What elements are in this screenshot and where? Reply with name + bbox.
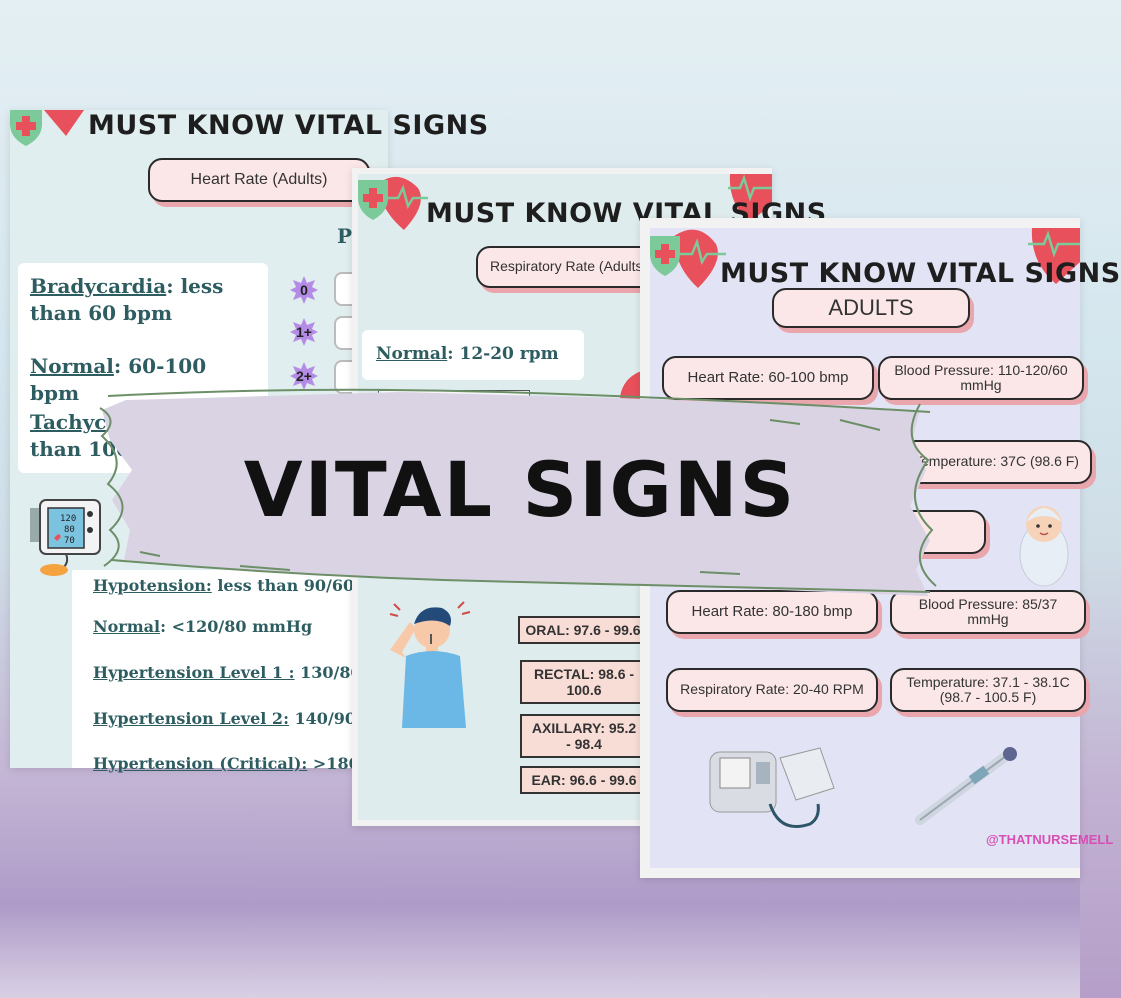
infant-temperature: Temperature: 37.1 - 38.1C (98.7 - 100.5 … [890, 668, 1086, 712]
temp-axillary: AXILLARY: 95.2 - 98.4 [520, 714, 648, 758]
page-title: MUST KNOW VITAL SIGNS [88, 110, 489, 141]
thermometer-icon [915, 747, 1017, 825]
hypertension-critical-label: Hypertension (Critical): [93, 754, 308, 773]
pulse-badge-2: 2+ [290, 362, 318, 390]
normal-value: : 60-100 bpm [30, 354, 207, 405]
hypertension-1-text: Hypertension Level 1 : 130/80 [93, 663, 362, 682]
bp-monitor-icon [709, 747, 835, 828]
bp-monitor-line2: 80 [64, 525, 75, 535]
shield-heart-icon [358, 176, 428, 230]
normal-bp-value: : <120/80 mmHg [160, 617, 313, 636]
temp-oral: ORAL: 97.6 - 99.6 [518, 616, 648, 644]
creator-handle: @THATNURSEMELL [986, 832, 1114, 847]
page-title: MUST KNOW VITAL SIGNS [720, 258, 1121, 289]
adult-blood-pressure: Blood Pressure: 110-120/60 mmHg [878, 356, 1084, 400]
sick-boy-illustration [389, 601, 471, 728]
hypertension-critical-text: Hypertension (Critical): >180 [93, 754, 360, 773]
heart-rate-pill: Heart Rate (Adults) [148, 158, 370, 202]
hypertension-2-text: Hypertension Level 2: 140/90 [93, 709, 356, 728]
heart-pulse-icon [1028, 228, 1080, 284]
hypertension-2-label: Hypertension Level 2: [93, 709, 289, 728]
adults-pill: ADULTS [772, 288, 970, 328]
normal-hr-text: Normal: 60-100 bpm [30, 353, 260, 407]
temp-rectal: RECTAL: 98.6 - 100.6 [520, 660, 648, 704]
hypotension-label: Hypotension: [93, 576, 212, 595]
infant-respiratory-rate: Respiratory Rate: 20-40 RPM [666, 668, 878, 712]
hypotension-value: less than 90/60 [211, 576, 355, 595]
heart-pulse-icon [728, 174, 772, 222]
bp-monitor-line3: 70 [64, 536, 75, 546]
shield-heart-icon [650, 229, 726, 288]
pulse-heading-fragment: P [337, 224, 353, 248]
bradycardia-value: : less than 60 bpm [30, 274, 224, 325]
respiratory-normal-value: : 12-20 rpm [447, 344, 559, 364]
adult-temperature: Temperature: 37C (98.6 F) [902, 440, 1092, 484]
respiratory-normal-label: Normal [376, 344, 448, 364]
banner-title: VITAL SIGNS [243, 445, 797, 534]
hypertension-2-value: 140/90 [288, 709, 357, 728]
shield-cross-icon [10, 110, 84, 146]
torn-paper-banner [99, 388, 937, 596]
bp-monitor-line1: 120 [60, 514, 76, 524]
respiratory-normal-text: Normal: 12-20 rpm [376, 344, 559, 364]
normal-bp-label: Normal [93, 617, 161, 636]
baby-illustration [1019, 506, 1069, 587]
normal-label: Normal [30, 354, 114, 378]
bp-monitor-icon: 120 80 70 [30, 499, 101, 576]
pulse-badge-0: 0 [290, 276, 318, 304]
bradycardia-text: Bradycardia: less than 60 bpm [30, 273, 260, 327]
adult-heart-rate: Heart Rate: 60-100 bmp [662, 356, 874, 400]
respiratory-normal-card: Normal: 12-20 rpm [362, 330, 584, 380]
bradycardia-label: Bradycardia [30, 274, 167, 298]
normal-bp-text: Normal: <120/80 mmHg [93, 617, 312, 636]
infant-blood-pressure: Blood Pressure: 85/37 mmHg [890, 590, 1086, 634]
hypotension-text: Hypotension: less than 90/60 [93, 576, 354, 595]
pulse-badge-1: 1+ [290, 318, 318, 346]
hypertension-1-label: Hypertension Level 1 : [93, 663, 295, 682]
hypertension-critical-value: >180 [307, 754, 360, 773]
hypertension-1-value: 130/80 [294, 663, 362, 682]
infant-heart-rate: Heart Rate: 80-180 bmp [666, 590, 878, 634]
blood-pressure-card: Hypotension: less than 90/60 Normal: <12… [72, 570, 388, 773]
